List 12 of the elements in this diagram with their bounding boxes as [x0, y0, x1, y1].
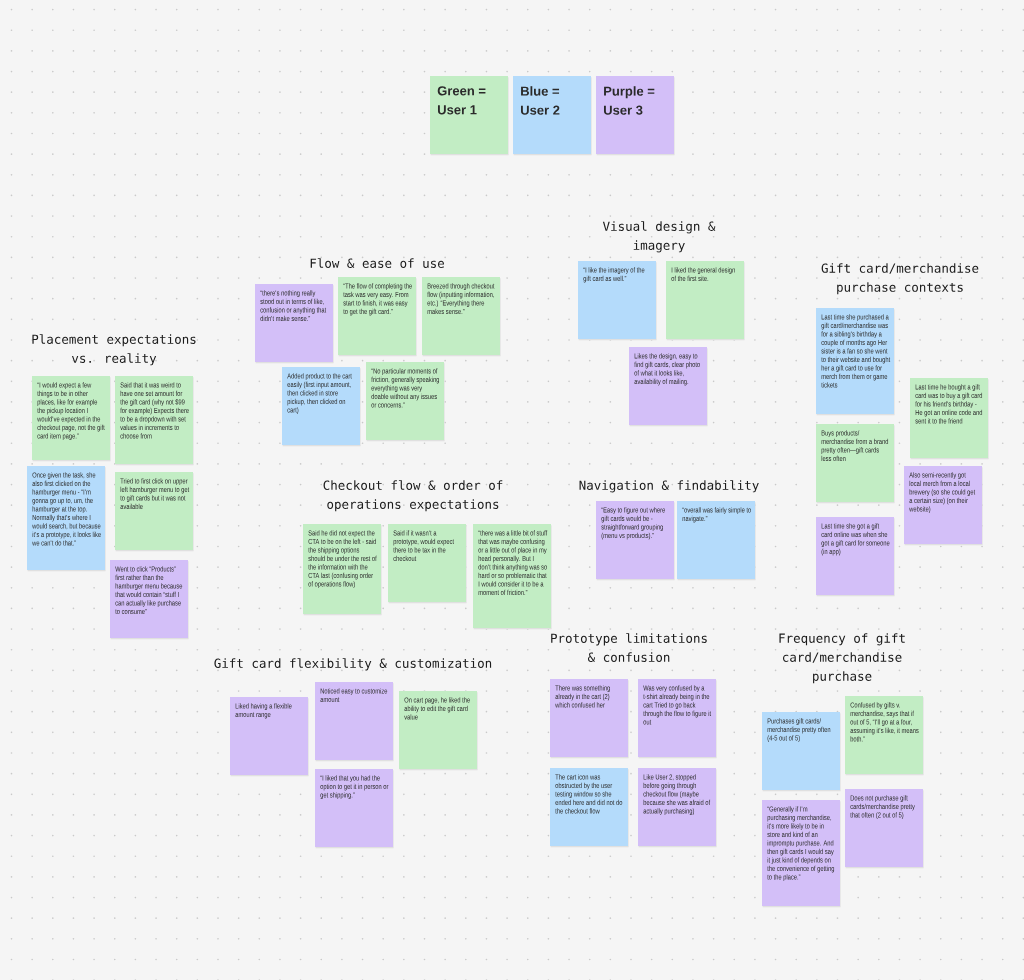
section-heading: Gift card/merchandise purchase contexts	[821, 263, 979, 295]
section-heading: Prototype limitations & confusion	[551, 633, 707, 662]
section-heading: Navigation & findability	[579, 480, 759, 493]
sticky-note: Blue = User 2	[513, 76, 592, 156]
section-heading: Checkout flow & order of operations expectations	[323, 480, 503, 512]
section-heading: Flow & ease of use	[310, 258, 444, 268]
section-heading: Visual design & imagery	[602, 221, 716, 253]
section-heading: Gift card flexibility & customization	[214, 658, 492, 671]
sticky-note: Green = User 1	[430, 76, 509, 156]
sticky-note: Purple = User 3	[596, 76, 675, 156]
section-heading: Placement expectations vs. reality	[32, 334, 196, 366]
section-heading: Frequency of gift card/merchandise purchase	[779, 633, 905, 684]
